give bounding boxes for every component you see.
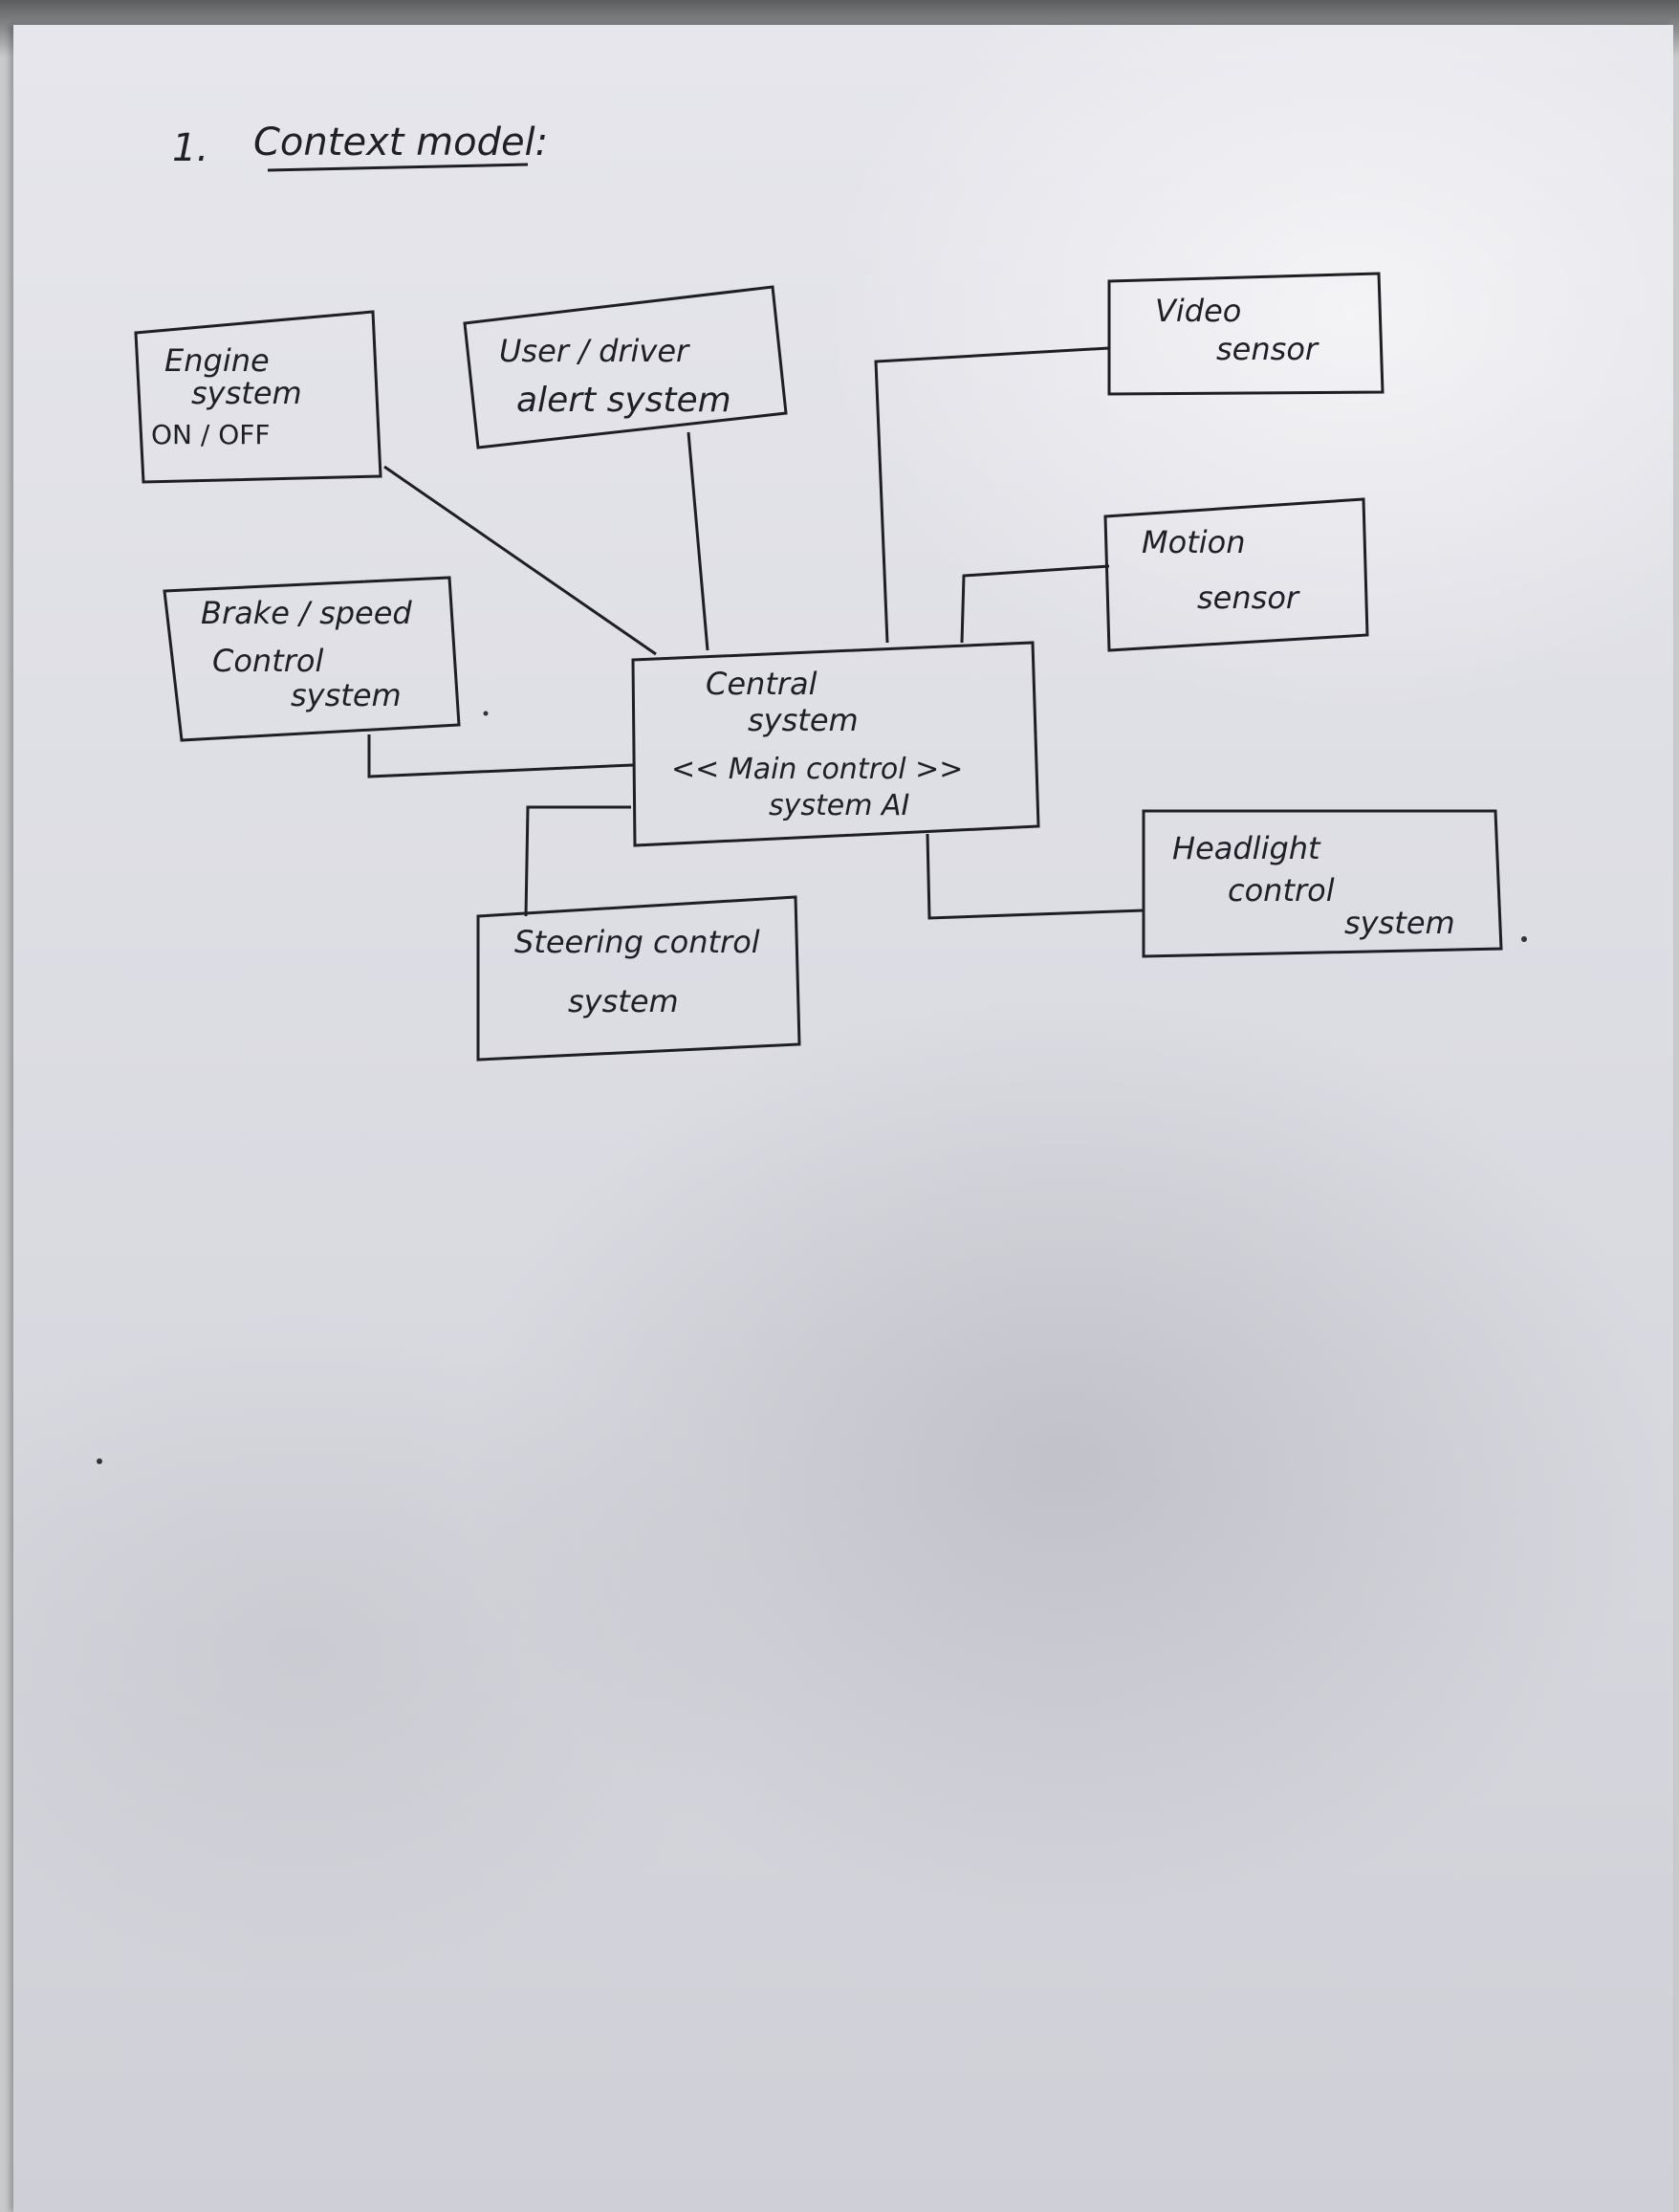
headlight-box <box>1142 809 1503 958</box>
central-label-2: system <box>748 702 859 738</box>
steering-label-1: Steering control <box>514 924 760 960</box>
heading-title: Context model: <box>253 120 548 164</box>
pen-dot <box>1521 936 1527 942</box>
heading: 1. Context model: <box>172 120 548 172</box>
headlight-label-2: control <box>1228 872 1335 909</box>
brake-box <box>163 576 461 742</box>
motion-label-1: Motion <box>1142 524 1245 560</box>
paper-sheet <box>13 25 1673 2212</box>
brake-label-1: Brake / speed <box>201 595 412 631</box>
brake-label-2: Control <box>212 643 323 679</box>
alert-label-2: alert system <box>516 381 731 420</box>
motion-label-2: sensor <box>1197 580 1300 616</box>
link-video-central <box>874 346 1110 644</box>
alert-label-1: User / driver <box>499 333 690 369</box>
headlight-label-1: Headlight <box>1172 830 1321 866</box>
link-steering-central <box>524 805 631 917</box>
engine-label-3: ON / OFF <box>151 419 270 450</box>
node-alert-system: User / driver alert system <box>463 285 788 449</box>
alert-box <box>463 285 788 449</box>
node-video-sensor: Video sensor <box>1107 272 1385 396</box>
connectors <box>367 346 1145 920</box>
central-box <box>631 641 1040 847</box>
steering-box <box>476 895 801 1062</box>
link-headlight-central <box>926 833 1145 920</box>
motion-box <box>1103 497 1369 652</box>
node-motion-sensor: Motion sensor <box>1103 497 1369 652</box>
steering-label-2: system <box>568 983 679 1019</box>
central-label-1: Central <box>706 666 818 702</box>
brake-label-3: system <box>291 677 402 713</box>
link-alert-central <box>687 431 709 651</box>
link-engine-central <box>383 465 657 656</box>
heading-number: 1. <box>172 126 208 170</box>
heading-underline <box>267 163 529 172</box>
link-motion-central <box>960 564 1110 644</box>
node-engine-system: Engine system ON / OFF <box>134 310 382 484</box>
video-label-2: sensor <box>1216 331 1319 367</box>
engine-label-1: Engine <box>164 342 270 379</box>
node-headlight-system: Headlight control system <box>1142 809 1503 958</box>
node-steering-system: Steering control system <box>476 895 801 1062</box>
pen-dot <box>97 1458 102 1464</box>
video-label-1: Video <box>1155 293 1241 329</box>
central-label-4: system AI <box>769 789 910 822</box>
engine-box <box>134 310 382 484</box>
video-box <box>1107 272 1385 396</box>
engine-label-2: system <box>191 375 302 411</box>
headlight-label-3: system <box>1344 905 1455 941</box>
node-central-system: Central system << Main control >> system… <box>631 641 1040 847</box>
node-brake-system: Brake / speed Control system <box>163 576 461 742</box>
pen-dot <box>483 711 489 716</box>
link-brake-central <box>367 734 634 778</box>
central-label-3: << Main control >> <box>671 753 963 786</box>
